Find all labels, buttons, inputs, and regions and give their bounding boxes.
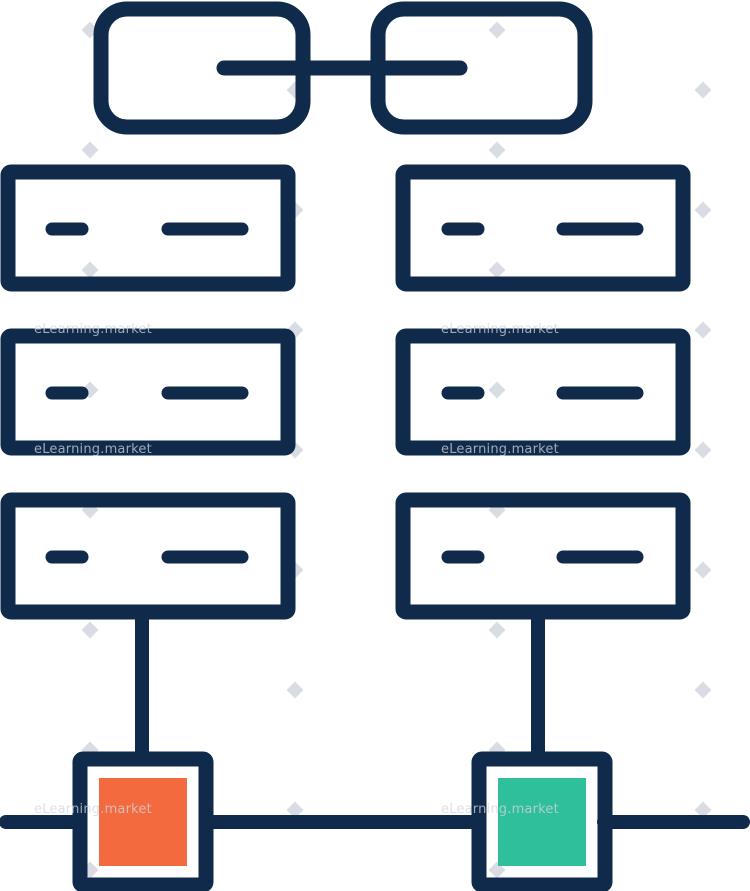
watermark-diamond: [694, 561, 712, 579]
network-node-left: [72, 751, 214, 891]
watermark-diamond: [694, 801, 712, 819]
watermark-diamond: [488, 621, 506, 639]
watermark-diamond: [694, 441, 712, 459]
watermark-diamond: [694, 201, 712, 219]
watermark-diamond: [81, 141, 99, 159]
server-unit-left-2: [0, 328, 296, 456]
server-stack-left: [0, 164, 296, 620]
network-node-right: [471, 751, 613, 891]
watermark-diamond: [286, 681, 304, 699]
network-node-left-fill: [99, 778, 187, 866]
watermark-diamond: [81, 261, 99, 279]
network-node-right-fill: [498, 778, 586, 866]
watermark-diamond: [81, 621, 99, 639]
server-unit-right-1: [395, 164, 691, 292]
server-unit-left-3: [0, 492, 296, 620]
server-unit-right-2: [395, 328, 691, 456]
watermark-diamond: [694, 321, 712, 339]
watermark-diamond: [488, 261, 506, 279]
chain-link-icon: [93, 1, 593, 135]
watermark-pattern: [81, 21, 712, 879]
server-unit-right-3: [395, 492, 691, 620]
server-unit-left-1: [0, 164, 296, 292]
watermark-diamond: [694, 81, 712, 99]
watermark-diamond: [488, 21, 506, 39]
watermark-diamond: [488, 381, 506, 399]
watermark-diamond: [488, 141, 506, 159]
server-stack-right: [395, 164, 691, 620]
watermark-diamond: [286, 801, 304, 819]
watermark-diamond: [694, 681, 712, 699]
